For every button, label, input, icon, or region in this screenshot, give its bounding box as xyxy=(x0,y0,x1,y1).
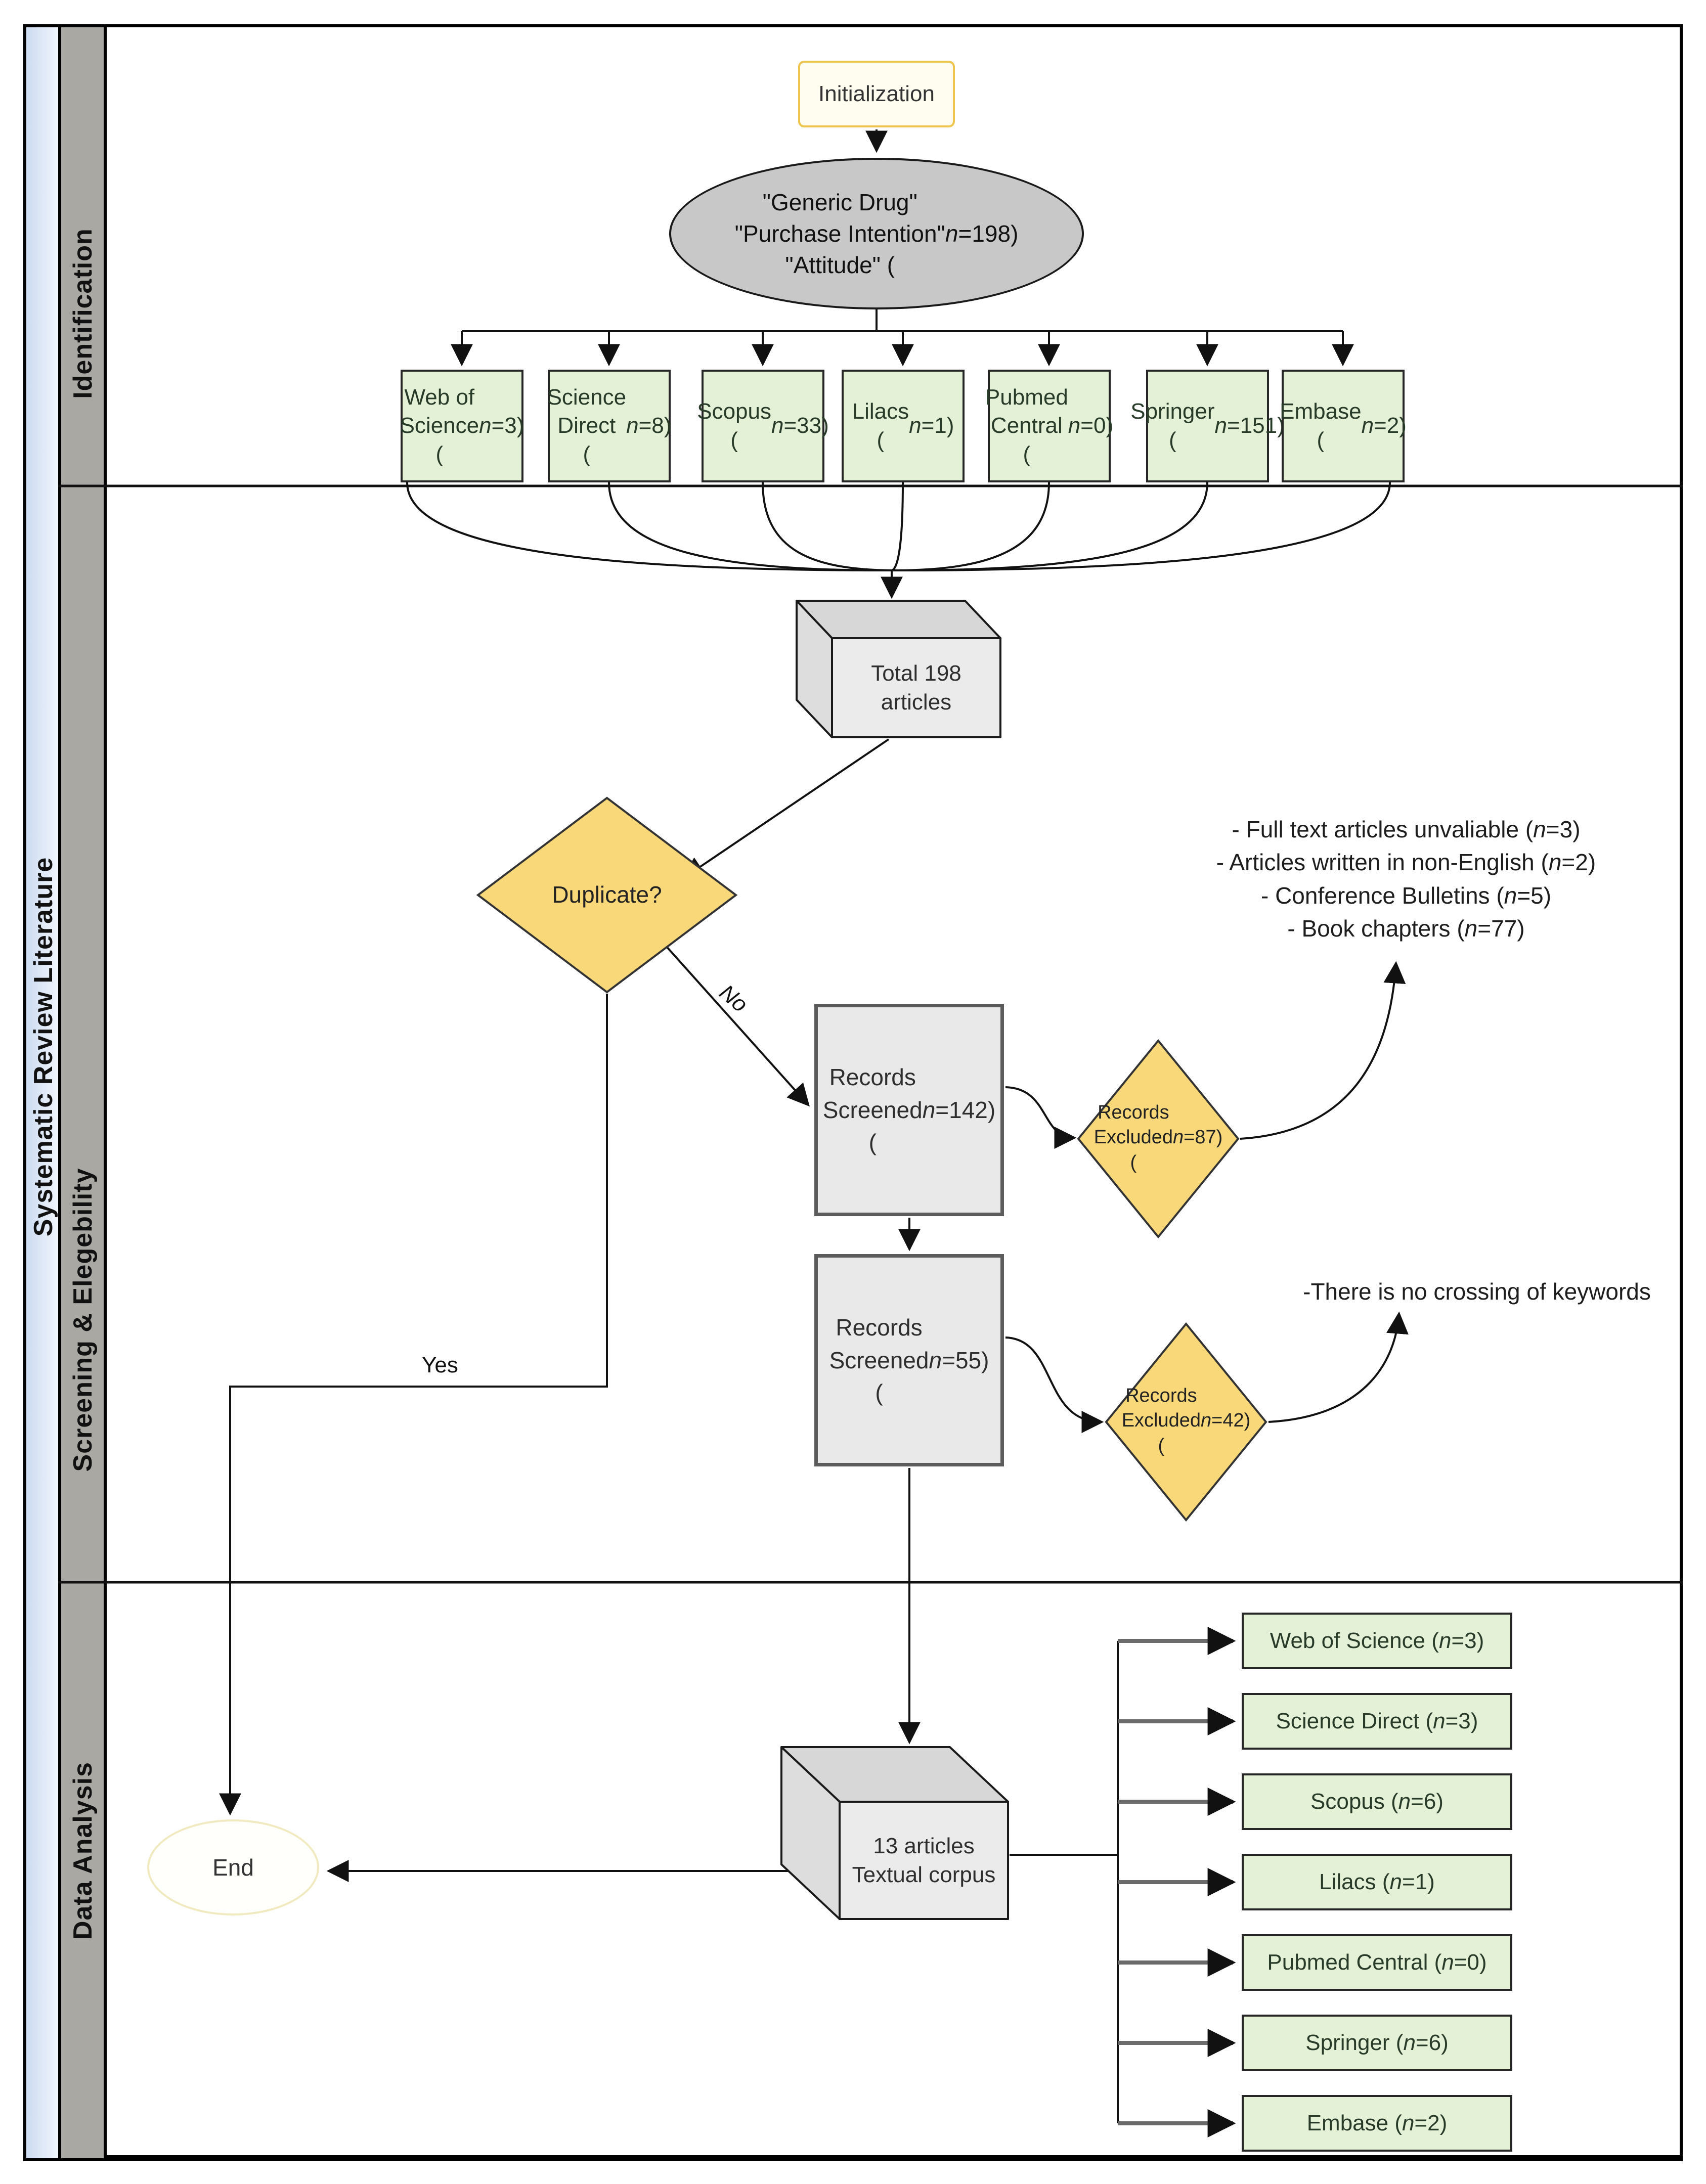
records-excluded-1-shape xyxy=(1077,1039,1240,1239)
records-excluded-2-shape xyxy=(1105,1322,1267,1522)
final-box-web-of-science: Web of Science (n=3) xyxy=(1242,1613,1512,1669)
final-box-science-direct: Science Direct (n=3) xyxy=(1242,1693,1512,1750)
source-box-springer: Springer (n=151) xyxy=(1130,370,1285,482)
source-box-embase: Embase (n=2) xyxy=(1280,370,1407,482)
corpus-label: 13 articles Textual corpus xyxy=(852,1833,996,1887)
records-excluded-2-label: Records Excluded (n=42) xyxy=(1121,1385,1251,1456)
final-branch-arrows xyxy=(1118,1627,1236,2137)
source-box-scopus: Scopus (n=33) xyxy=(697,370,829,482)
sidebar-phase-strip xyxy=(58,24,107,2161)
final-box-scopus: Scopus (n=6) xyxy=(1242,1773,1512,1830)
initialization-node: Initialization xyxy=(798,61,955,127)
phase-label-identification: Identification xyxy=(68,228,98,399)
edge-label-yes: Yes xyxy=(422,1353,458,1377)
total-articles-cube xyxy=(796,600,1001,738)
phase-label-screening-elegebility: Screening & Elegebility xyxy=(68,1168,98,1472)
final-box-pubmed-central: Pubmed Central (n=0) xyxy=(1242,1934,1512,1991)
exclusion-reasons-note: - Full text articles unvaliable (n=3) - … xyxy=(1216,816,1596,942)
records-screened-1-node: Records Screened (n=142) xyxy=(814,1004,1004,1216)
end-node: End xyxy=(147,1819,319,1915)
source-box-web-of-science: Web of Science (n=3) xyxy=(400,370,524,482)
records-excluded-1-label: Records Excluded (n=87) xyxy=(1093,1101,1223,1173)
final-box-springer: Springer (n=6) xyxy=(1242,2015,1512,2071)
keywords-ellipse: "Generic Drug" "Purchase Intention" "Att… xyxy=(669,158,1084,309)
no-crossing-note: -There is no crossing of keywords xyxy=(1303,1278,1651,1305)
corpus-cube xyxy=(780,1746,1009,1920)
phase-label-data-analysis: Data Analysis xyxy=(68,1761,98,1940)
duplicate-decision-label: Duplicate? xyxy=(552,881,662,908)
total-articles-label: Total 198 articles xyxy=(871,660,961,715)
source-box-pubmed-central: Pubmed Central (n=0) xyxy=(985,370,1113,482)
duplicate-decision-shape xyxy=(476,796,738,994)
records-screened-2-node: Records Screened (n=55) xyxy=(814,1254,1004,1466)
final-box-embase: Embase (n=2) xyxy=(1242,2095,1512,2152)
sidebar-vertical-title: Systematic Review Literature xyxy=(29,857,58,1237)
source-box-lilacs: Lilacs (n=1) xyxy=(842,370,965,482)
final-box-lilacs: Lilacs (n=1) xyxy=(1242,1854,1512,1910)
source-box-science-direct: Science Direct (n=8) xyxy=(547,370,671,482)
